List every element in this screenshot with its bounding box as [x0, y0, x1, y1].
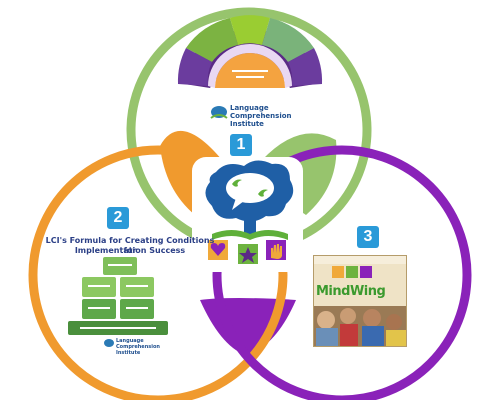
photo-child-body [316, 328, 338, 346]
book-icon-tile [346, 266, 358, 278]
left-logo-mark [104, 339, 114, 347]
speech-bubble-icon [226, 173, 274, 203]
book-icon-tile [332, 266, 344, 278]
center-logo [192, 157, 303, 272]
fan-segment-green [186, 18, 238, 62]
quote-right-icon [258, 189, 268, 197]
photo-child [317, 311, 335, 329]
badge-3: 3 [357, 226, 379, 248]
mindwing-book-cover: MindWing [313, 255, 407, 347]
fan-text-line [232, 70, 268, 72]
left-panel-title-line2: Implementation Success [74, 246, 186, 255]
quote-left-icon [232, 179, 242, 187]
logo-leaf-icon [210, 114, 228, 119]
pyramid-text-line [88, 307, 110, 309]
fan-segment-purple-left [177, 48, 212, 86]
badge-1: 1 [230, 134, 252, 156]
pyramid-text-line [80, 327, 156, 329]
book-title: MindWing [316, 284, 386, 299]
left-pyramid-diagram [68, 257, 168, 335]
logo-cloud-icon [104, 339, 114, 347]
book-icon-tile [360, 266, 372, 278]
speech-bubble-tail [232, 198, 244, 210]
fan-segment-teal [262, 18, 314, 62]
open-book-icon [212, 230, 288, 240]
fan-inner-ring [208, 44, 292, 88]
pyramid-text-line [108, 264, 132, 266]
photo-child [340, 308, 356, 324]
fan-segment-lime [230, 15, 270, 45]
top-logo-mark [210, 106, 228, 119]
top-fan-diagram [177, 15, 323, 88]
heart-icon [210, 243, 226, 256]
photo-child-body [340, 324, 358, 346]
book-header-band [314, 256, 406, 264]
circle-2-outline [28, 145, 288, 400]
left-logo-name: Language Comprehension Institute [116, 338, 160, 356]
badge-2: 2 [107, 207, 129, 229]
pyramid-text-line [126, 307, 148, 309]
photo-child-body [386, 330, 406, 346]
left-panel-title-line1: LCI's Formula for Creating Conditions fo… [45, 236, 215, 255]
pyramid-text-line [126, 285, 148, 287]
book-cover-art [314, 256, 406, 346]
circle-3-outline [212, 145, 472, 400]
tree-trunk-icon [244, 214, 256, 234]
fan-text-line [236, 76, 264, 78]
photo-child [363, 309, 381, 327]
top-logo-name: Language Comprehension Institute [230, 104, 292, 128]
photo-child-body [362, 326, 384, 346]
pyramid-text-line [88, 285, 110, 287]
hand-icon [271, 244, 282, 259]
fan-segment-purple-right [288, 48, 323, 86]
star-icon [239, 247, 257, 263]
photo-child [386, 314, 402, 330]
